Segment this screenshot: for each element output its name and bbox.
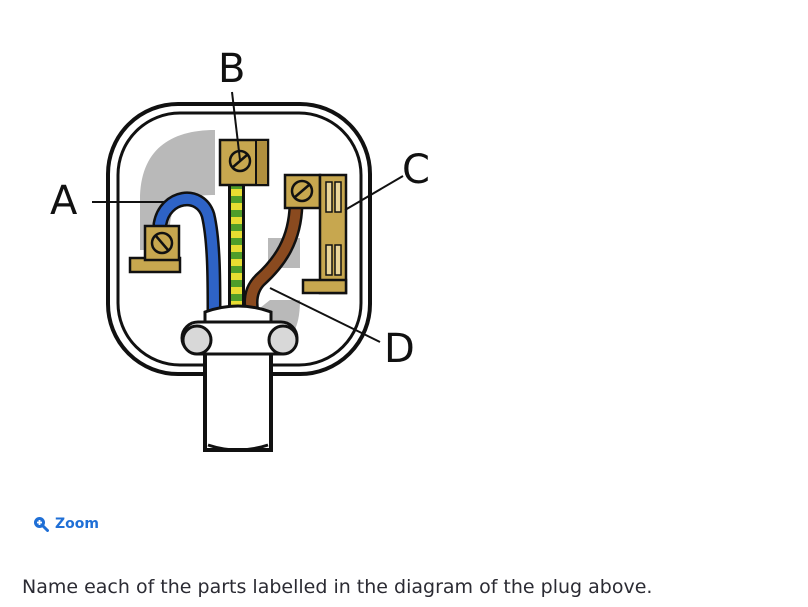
neutral-terminal [128, 224, 182, 274]
live-terminal-and-fuse [283, 173, 348, 295]
label-d: D [384, 326, 415, 372]
earth-wire [228, 172, 245, 312]
live-wire [243, 197, 304, 320]
neutral-wire [152, 191, 222, 320]
leader-lines [92, 91, 404, 343]
label-a: A [50, 178, 78, 224]
leader-line-c [344, 175, 404, 211]
zoom-label: Zoom [55, 516, 99, 532]
leader-line-d [269, 287, 381, 343]
cable-sheath [203, 340, 273, 452]
leader-line-b [231, 91, 241, 161]
label-c: C [402, 147, 430, 193]
cable-grip [180, 304, 299, 356]
zoom-button[interactable]: Zoom [33, 516, 99, 532]
earth-terminal [218, 138, 270, 187]
plug-diagram: A B C D [50, 46, 430, 452]
label-b: B [218, 46, 245, 92]
question-text: Name each of the parts labelled in the d… [22, 576, 653, 598]
zoom-in-icon [34, 517, 49, 532]
